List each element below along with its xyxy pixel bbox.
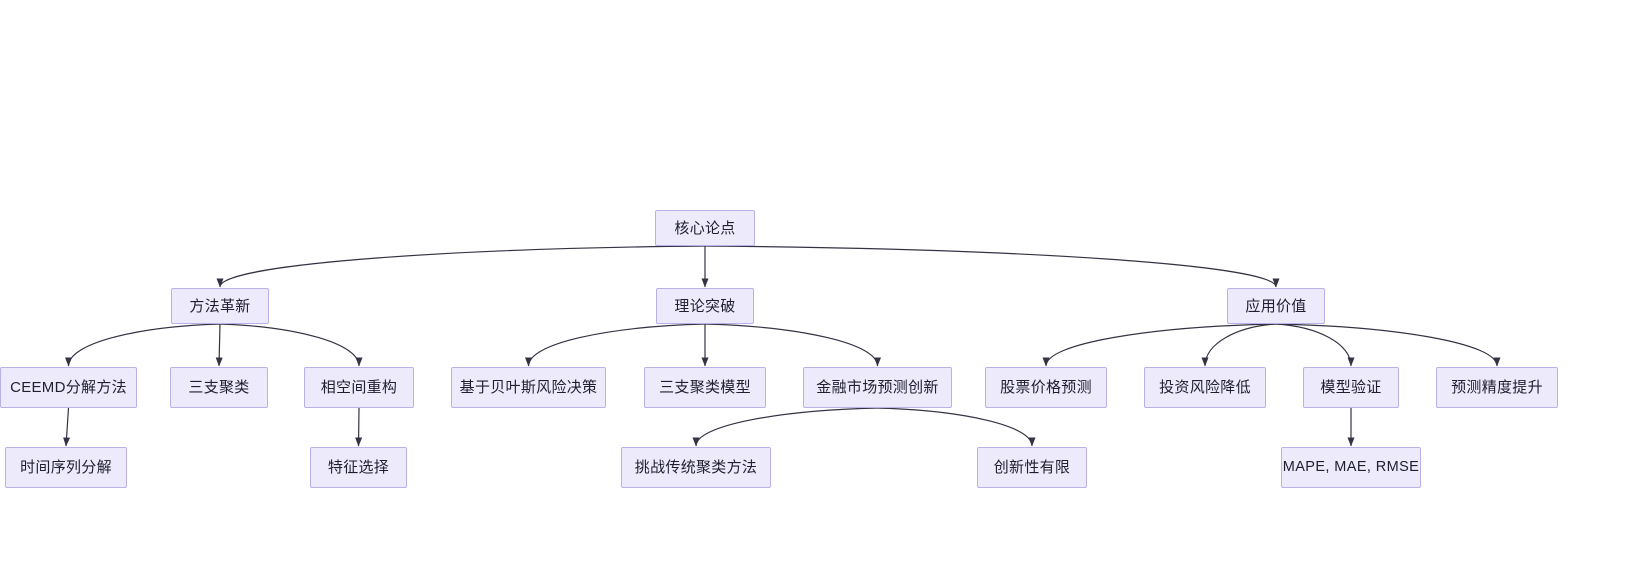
node-label: 时间序列分解 [20,459,112,476]
node-c1[interactable]: CEEMD分解方法 [0,367,137,408]
node-c3[interactable]: 相空间重构 [304,367,414,408]
edge-b1-to-c2 [215,323,223,367]
node-c6[interactable]: 金融市场预测创新 [803,367,952,408]
node-c4[interactable]: 基于贝叶斯风险决策 [451,367,606,408]
node-c2[interactable]: 三支聚类 [170,367,268,408]
edge-c3-to-d2 [355,407,363,447]
node-label: 挑战传统聚类方法 [634,459,758,476]
node-c9[interactable]: 模型验证 [1303,367,1399,408]
edge-b2-to-c6 [704,323,881,367]
node-label: 三支聚类模型 [659,379,751,396]
node-label: 模型验证 [1320,379,1382,396]
node-label: MAPE, MAE, RMSE [1282,459,1420,476]
node-d1[interactable]: 时间序列分解 [5,447,127,488]
node-root[interactable]: 核心论点 [655,210,755,246]
edge-b3-to-c9 [1275,323,1355,367]
node-label: 核心论点 [674,219,736,237]
edge-b3-to-c10 [1275,323,1501,367]
node-c8[interactable]: 投资风险降低 [1144,367,1266,408]
node-label: 预测精度提升 [1451,379,1543,396]
node-label: 基于贝叶斯风险决策 [459,379,598,396]
node-label: 理论突破 [674,297,736,315]
edge-b1-to-c3 [219,323,363,367]
edge-c6-to-d4 [877,407,1036,447]
node-label: 投资风险降低 [1159,379,1251,396]
node-b2[interactable]: 理论突破 [656,288,754,324]
node-label: 应用价值 [1245,297,1307,315]
edge-c1-to-d1 [63,407,71,447]
node-d3[interactable]: 挑战传统聚类方法 [621,447,771,488]
node-b3[interactable]: 应用价值 [1227,288,1325,324]
node-d4[interactable]: 创新性有限 [977,447,1087,488]
edge-root-to-b3 [704,245,1280,288]
node-c7[interactable]: 股票价格预测 [985,367,1107,408]
node-d2[interactable]: 特征选择 [310,447,407,488]
edge-b3-to-c7 [1042,323,1277,367]
node-label: 方法革新 [189,297,251,315]
node-c10[interactable]: 预测精度提升 [1436,367,1558,408]
node-b1[interactable]: 方法革新 [171,288,269,324]
edge-b1-to-c1 [65,323,221,367]
node-label: 三支聚类 [188,379,250,396]
edge-root-to-b1 [216,245,706,288]
node-label: 金融市场预测创新 [816,379,939,396]
node-label: 创新性有限 [993,459,1071,476]
edge-b2-to-c4 [525,323,706,367]
node-d5[interactable]: MAPE, MAE, RMSE [1281,447,1421,488]
node-label: 特征选择 [327,459,390,476]
edge-c6-to-d3 [692,407,878,447]
node-c5[interactable]: 三支聚类模型 [644,367,766,408]
node-label: CEEMD分解方法 [10,379,127,396]
node-label: 相空间重构 [320,379,398,396]
node-label: 股票价格预测 [1000,379,1092,396]
edge-b3-to-c8 [1201,323,1277,367]
